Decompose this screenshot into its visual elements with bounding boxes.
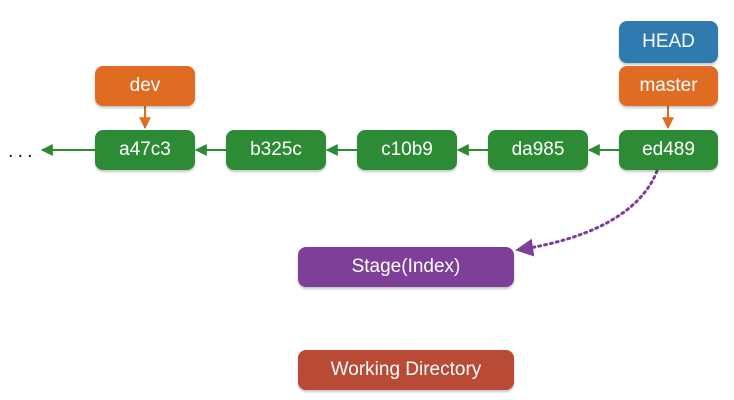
commit-id: ed489 <box>642 139 695 160</box>
commit-da985: da985 <box>488 130 588 170</box>
commit-id: c10b9 <box>381 139 433 160</box>
branch-dev: dev <box>95 66 195 106</box>
commit-a47c3: a47c3 <box>95 130 195 170</box>
branch-master: master <box>619 66 718 106</box>
history-ellipsis: ... <box>8 140 37 162</box>
stage-index-box: Stage(Index) <box>298 247 514 287</box>
stage-index-label: Stage(Index) <box>351 256 461 277</box>
commit-id: b325c <box>250 139 302 160</box>
commit-ed489: ed489 <box>619 130 718 170</box>
commit-b325c: b325c <box>226 130 326 170</box>
working-directory-label: Working Directory <box>330 359 482 380</box>
head-label: HEAD <box>619 21 718 63</box>
branch-master-text: master <box>639 75 698 96</box>
dotted-arrow-to-stage <box>515 169 659 257</box>
head-label-text: HEAD <box>642 31 695 52</box>
commit-c10b9: c10b9 <box>357 130 457 170</box>
commit-id: da985 <box>511 139 565 160</box>
branch-dev-text: dev <box>129 75 161 96</box>
commit-id: a47c3 <box>119 139 171 160</box>
working-directory-box: Working Directory <box>298 350 514 390</box>
